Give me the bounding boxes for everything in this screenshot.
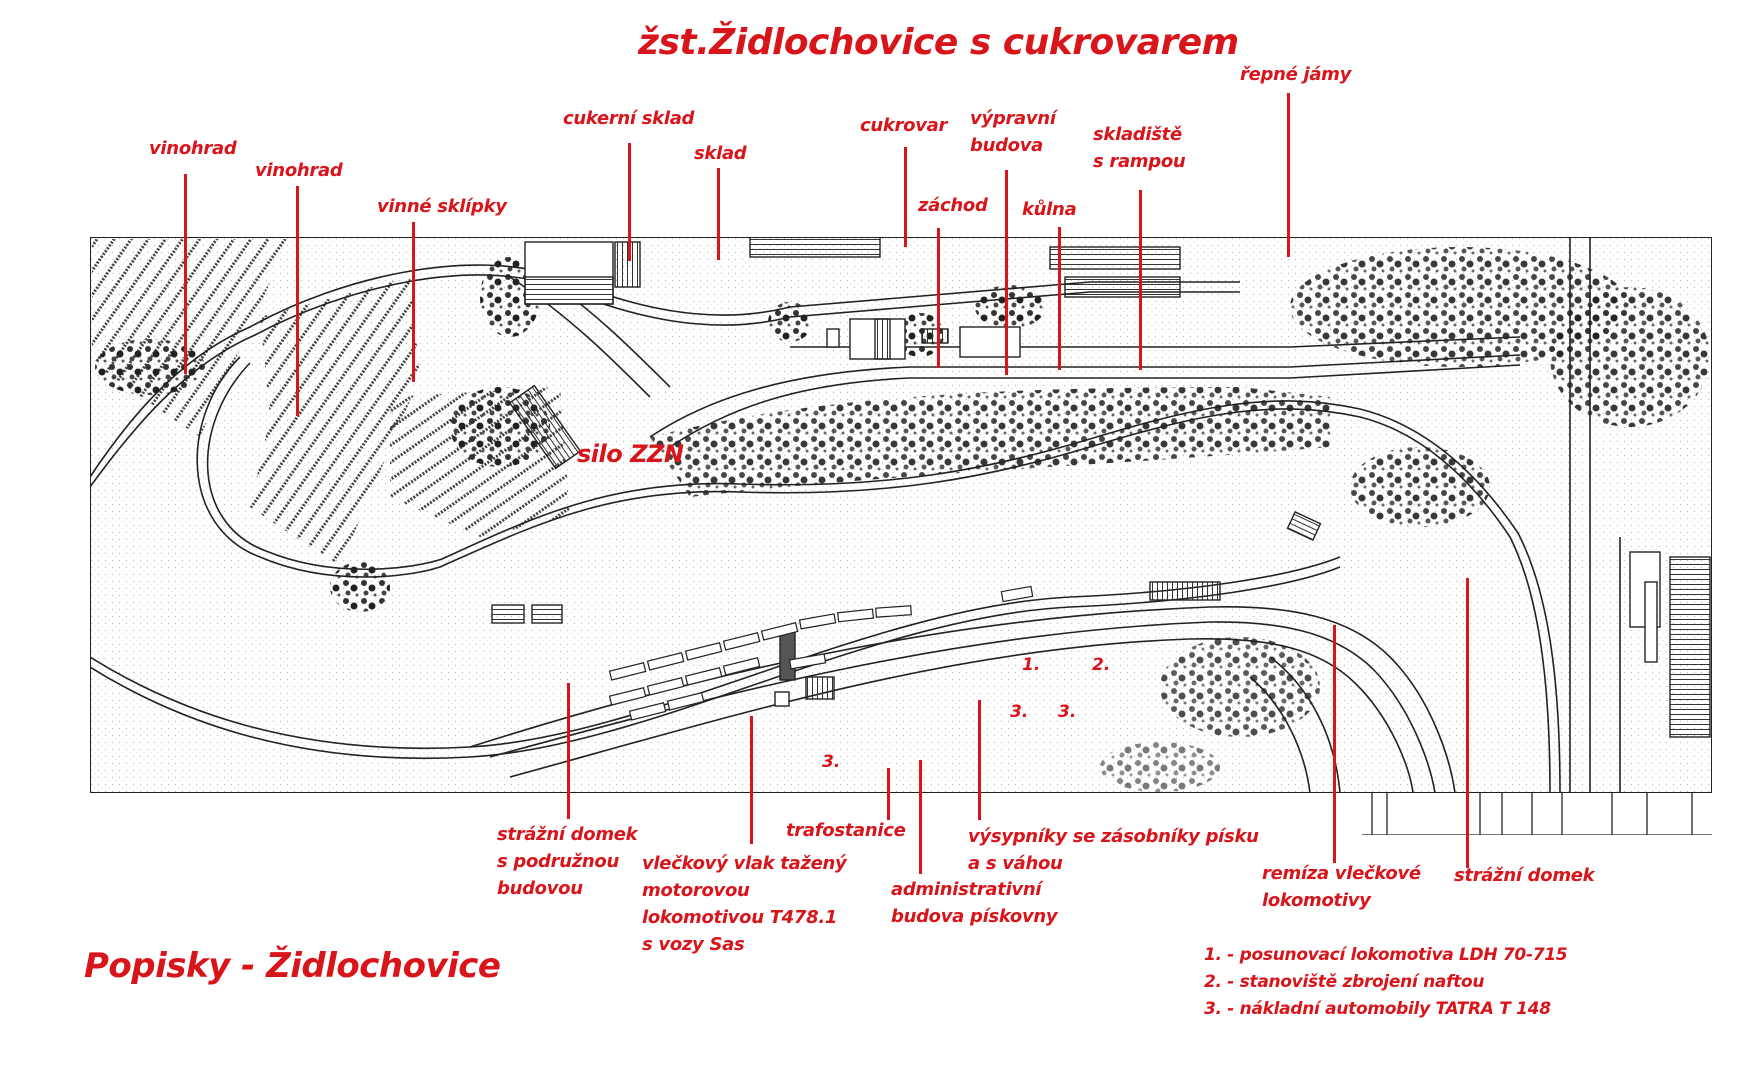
cukrovar-building [749,237,881,258]
label-line: výsypníky se zásobníky písku [968,826,1259,847]
label-line: výpravní [970,108,1056,129]
label-line: s vozy Sas [642,934,745,955]
leader-vypravni-budova [1005,170,1008,375]
label-line: budovou [497,878,583,899]
label-line: motorovou [642,880,750,901]
skladiste-building [959,326,1021,358]
leader-repne-jamy [1287,93,1290,257]
legend-item: 2. - stanoviště zbrojení naftou [1204,972,1485,992]
kulna-building [921,328,949,344]
legend: 1. - posunovací lokomotiva LDH 70-715 2.… [1204,942,1568,1023]
leader-trafostanice [887,768,890,820]
legend-title: Popisky - Židlochovice [84,946,501,986]
label-line: lokomotivou T478.1 [642,907,838,928]
leader-cukerni-sklad [628,143,631,261]
label-vleckovy-vlak: vlečkový vlak tažený motorovou lokomotiv… [642,850,847,958]
label-remiza: remíza vlečkové lokomotivy [1262,860,1421,914]
label-vinohrad-2: vinohrad [255,160,343,181]
page-title: žst.Židlochovice s cukrovarem [638,22,1239,63]
label-strazni-domek-1: strážní domek s podružnou budovou [497,821,638,902]
repne-jamy-pits [1049,246,1181,270]
label-line: strážní domek [497,824,638,845]
label-vinne-sklipky: vinné sklípky [377,196,507,217]
leader-administrativni-budova [919,760,922,874]
label-line: administrativní [891,879,1042,900]
label-line: a s váhou [968,853,1063,874]
administrativni-budova-building [805,676,835,700]
leader-skladiste [1139,190,1142,370]
label-zachod: záchod [918,195,988,216]
label-sklad: sklad [694,143,747,164]
strazni-domek-1-building [491,604,525,624]
leader-strazni-domek-1 [567,683,570,819]
freight-wagons [608,585,1034,721]
label-strazni-domek-2: strážní domek [1454,865,1595,886]
legend-item: 1. - posunovací lokomotiva LDH 70-715 [1204,945,1568,965]
marker-2: 2. [1092,655,1111,675]
leader-sklad [717,168,720,260]
label-cukrovar: cukrovar [860,115,948,136]
track-plan-map [90,237,1712,793]
leader-kulna [1058,227,1061,370]
label-line: budova pískovny [891,906,1058,927]
label-line: vlečkový vlak tažený [642,853,847,874]
label-cukerni-sklad: cukerní sklad [563,108,695,129]
sklad-building [614,241,641,288]
leader-cukrovar [904,147,907,247]
remiza-building [1149,581,1221,601]
leader-vinohrad-1 [184,174,187,374]
label-vysypniky: výsypníky se zásobníky písku a s váhou [968,823,1259,877]
leader-vysypniky [978,700,981,820]
strazni-domek-2-building [1286,510,1322,542]
marker-3c: 3. [822,752,841,772]
label-line: budova [970,135,1044,156]
label-repne-jamy: řepné jámy [1240,64,1352,85]
label-line: remíza vlečkové [1262,863,1421,884]
tree-belts [95,247,1710,792]
marker-3a: 3. [1010,702,1029,722]
leader-remiza [1333,625,1336,863]
leader-vinohrad-2 [296,186,299,416]
marker-3b: 3. [1058,702,1077,722]
vysypniky-structure [779,631,796,681]
label-skladiste: skladiště s rampou [1093,121,1186,175]
label-vinohrad-1: vinohrad [149,138,237,159]
trafostanice-building [774,691,790,707]
map-extension [1362,793,1712,835]
label-line: skladiště [1093,124,1182,145]
zachod-building [826,328,840,348]
label-line: s podružnou [497,851,619,872]
label-vypravni-budova: výpravní budova [970,105,1056,159]
leader-strazni-domek-2 [1466,578,1469,868]
label-trafostanice: trafostanice [786,820,906,841]
leader-vinne-sklipky [412,222,415,382]
leader-vleckovy-vlak [750,716,753,844]
leader-zachod [937,228,940,368]
label-silo: silo ZZN [577,440,684,468]
label-administrativni-budova: administrativní budova pískovny [891,876,1058,930]
legend-item: 3. - nákladní automobily TATRA T 148 [1204,999,1551,1019]
label-kulna: kůlna [1022,199,1077,220]
silo-building [508,384,582,470]
label-line: lokomotivy [1262,890,1371,911]
marker-1: 1. [1022,655,1041,675]
buildings [491,237,1711,738]
label-line: s rampou [1093,151,1186,172]
